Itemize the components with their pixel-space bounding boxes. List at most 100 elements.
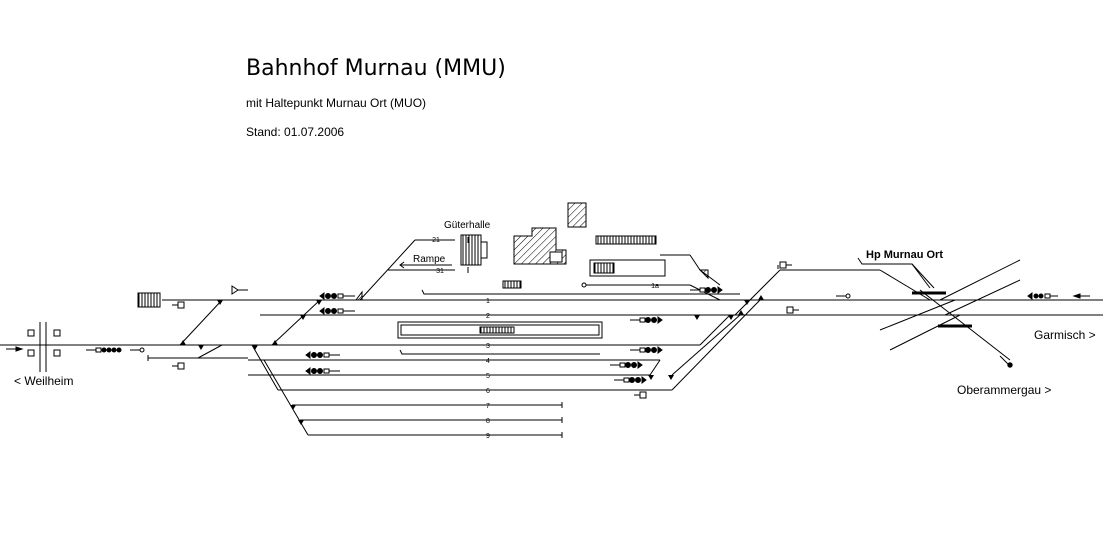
crossing-signal	[53, 349, 61, 357]
stand-date: Stand: 01.07.2006	[246, 125, 345, 139]
label-hp-murnau-ort: Hp Murnau Ort	[866, 249, 943, 261]
crossing-signal	[27, 349, 35, 357]
switch-marker	[252, 345, 258, 350]
signal-entry-west	[86, 347, 122, 353]
switch-connection	[699, 314, 731, 346]
building-signal-box	[137, 292, 161, 308]
crossing-signal	[53, 329, 61, 337]
shunt-signal	[581, 282, 587, 288]
switch-connection	[251, 344, 279, 391]
page-title: Bahnhof Murnau (MMU)	[246, 56, 506, 81]
crossing-signal	[27, 329, 35, 337]
shunt-signal	[786, 306, 799, 314]
destination-oberammergau: Oberammergau >	[957, 383, 1051, 397]
switch-marker	[668, 375, 674, 380]
destination-weilheim: < Weilheim	[14, 374, 73, 388]
siding-top	[689, 254, 701, 271]
switch-connection	[649, 359, 661, 376]
switch-marker	[316, 300, 322, 305]
ramp-north	[355, 290, 363, 301]
building-north	[567, 202, 587, 228]
track-number: 21	[432, 237, 440, 244]
building-gueterhalle	[460, 234, 482, 266]
switch-marker	[758, 295, 764, 300]
switch-marker	[300, 315, 306, 320]
building-long-shed	[595, 235, 657, 245]
switch-marker	[744, 300, 750, 305]
switch-marker	[648, 375, 654, 380]
branch-crossing	[879, 299, 956, 331]
page-subtitle: mit Haltepunkt Murnau Ort (MUO)	[246, 96, 427, 110]
signal-track-4-west	[305, 351, 340, 359]
switch-connection	[303, 299, 321, 316]
signal-distant-west	[6, 346, 24, 352]
shunt-signal	[634, 391, 647, 399]
shunt-signal	[836, 293, 851, 299]
signal-track-1-east	[690, 286, 723, 294]
platform-edge	[399, 349, 600, 355]
switch-marker	[272, 340, 278, 345]
signal-track-2-west	[319, 307, 355, 315]
shunt-signal	[777, 261, 792, 269]
branch-crossing	[944, 279, 1021, 316]
track-number: 2	[486, 313, 490, 320]
track-number: 9	[486, 433, 490, 440]
track-number: 5	[486, 373, 490, 380]
shunt-signal	[172, 301, 185, 309]
switch-marker	[290, 405, 296, 410]
track-number: 3	[486, 343, 490, 350]
signal-distant-east	[1072, 293, 1090, 299]
switch-marker	[728, 315, 734, 320]
building-gueterhalle-annex	[480, 241, 488, 259]
platform-island-inner	[400, 324, 600, 336]
shunt-signal	[172, 362, 185, 370]
building-small	[502, 280, 522, 289]
switch-connection	[197, 344, 223, 359]
siding-21	[359, 239, 416, 301]
switch-marker	[198, 345, 204, 350]
signal-track-3-east	[630, 346, 663, 354]
switch-marker	[694, 315, 700, 320]
track-number: 4	[486, 358, 490, 365]
platform-island	[397, 321, 603, 339]
shunt-signal	[130, 347, 145, 353]
track-number: 1a	[651, 283, 659, 290]
switch-connection	[271, 314, 305, 346]
branch-crossing	[939, 259, 1021, 301]
label-gueterhalle: Güterhalle	[444, 220, 491, 231]
switch-connection	[734, 269, 781, 316]
signal-track-4-east	[610, 361, 643, 369]
platform-shelter	[479, 326, 515, 334]
track-number: 6	[486, 388, 490, 395]
signal-oberammergau	[999, 355, 1013, 368]
siding-track	[879, 269, 931, 301]
platform-hp	[589, 259, 666, 277]
switch-marker	[738, 310, 744, 315]
signal-track-2-east	[630, 316, 663, 324]
switch-connection	[671, 314, 741, 376]
signal-entry-east	[1027, 292, 1058, 300]
hp-label-pointer	[857, 257, 931, 289]
building-station-entrance	[549, 251, 563, 263]
label-rampe: Rampe	[413, 254, 446, 265]
shunt-signal	[231, 285, 248, 295]
signal-track-5-west	[305, 367, 340, 375]
switch-connection	[179, 299, 223, 346]
track-number: 1	[486, 298, 490, 305]
signal-track-1-west	[319, 292, 355, 300]
ramp-east	[698, 269, 709, 280]
track-number: 8	[486, 418, 490, 425]
hp-label-pointer	[911, 263, 935, 289]
switch-marker	[180, 340, 186, 345]
destination-garmisch: Garmisch >	[1034, 328, 1096, 342]
track-number: 31	[436, 268, 444, 275]
switch-connection	[671, 299, 761, 391]
track-number: 7	[486, 403, 490, 410]
platform-edge	[421, 289, 740, 295]
signal-track-5-east	[614, 376, 647, 384]
switch-marker	[217, 300, 223, 305]
branch-crossing	[889, 314, 961, 351]
switch-marker	[298, 420, 304, 425]
